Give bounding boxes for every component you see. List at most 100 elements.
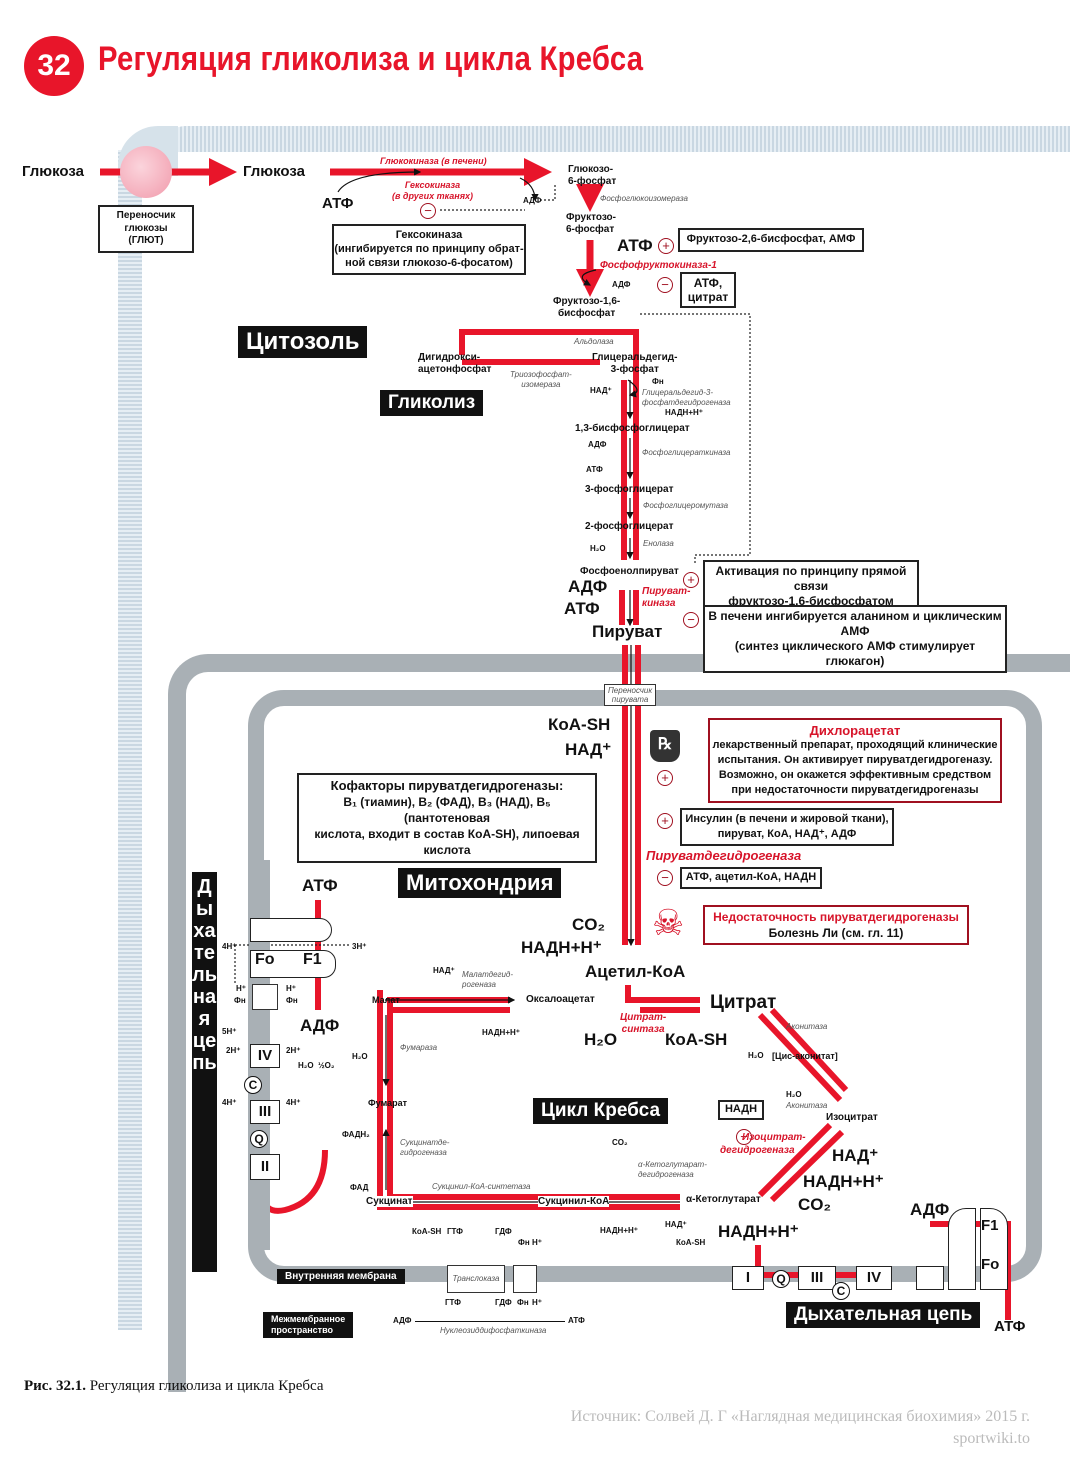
aconitase-label-2: Аконитаза	[786, 1101, 828, 1110]
pg3: 3-фосфоглицерат	[585, 484, 674, 495]
malate: Малат	[372, 995, 400, 1005]
pk-inhibition-box: В печени ингибируется аланином и цикличе…	[703, 605, 1007, 673]
left-h5: 5Н⁺	[222, 1027, 237, 1036]
cytochrome-c-icon: C	[244, 1076, 262, 1094]
glucose-extracellular: Глюкоза	[22, 163, 84, 180]
idh-co2: CO₂	[798, 1195, 832, 1214]
pgk-adp: АДФ	[588, 440, 607, 449]
activation-icon: +	[657, 813, 673, 829]
cs-arrow-1	[625, 985, 700, 1003]
cytochrome-c-icon: C	[832, 1282, 850, 1300]
pdh-activators-box: Инсулин (в печени и жировой ткани),пирув…	[680, 808, 894, 846]
atp-synthase-left-half	[948, 1208, 976, 1290]
aconitase-arrow-1	[757, 1012, 843, 1103]
ubiquinone-icon: Q	[772, 1270, 790, 1288]
gapdh-pi: Фн	[652, 377, 664, 386]
pg2: 2-фосфоглицерат	[585, 521, 674, 532]
pdh-co2: CO₂	[572, 915, 606, 934]
fumarase-label: Фумараза	[400, 1043, 438, 1052]
carrier-h-in: Н⁺	[236, 984, 246, 993]
glut-transporter-icon	[120, 146, 172, 198]
carrier-pi-out: Фн	[286, 996, 298, 1005]
left-h4a: 4Н⁺	[222, 1098, 237, 1107]
cs-coash: КоА-SH	[665, 1030, 728, 1049]
aconitase-label-1: Аконитаза	[786, 1022, 828, 1031]
akgdh-label: α-Кетоглутарат-дегидрогеназа	[638, 1160, 707, 1179]
cs-h2o: H₂O	[584, 1030, 618, 1049]
caption-number: Рис. 32.1.	[24, 1378, 86, 1394]
resp-left-path	[259, 1050, 328, 1214]
glucose-intracellular: Глюкоза	[243, 163, 305, 180]
carrier-h-out: Н⁺	[286, 984, 296, 993]
pfk-inhibitors-box: АТФ,цитрат	[680, 272, 736, 308]
site-credit: sportwiki.to	[953, 1430, 1030, 1447]
mdh-nad: НАД⁺	[433, 966, 455, 975]
left-h4: 4Н⁺	[222, 942, 237, 951]
phosphate-carrier	[252, 984, 278, 1010]
atp-synthase-fo: Fo F1	[250, 950, 336, 978]
pdh-inhibitors-box: АТФ, ацетил-КоА, НАДН	[680, 867, 822, 889]
bottom-nadh: НАДН+Н⁺	[718, 1222, 799, 1241]
scs-pi: Фн	[518, 1238, 530, 1247]
bottom-adp: АДФ	[910, 1200, 950, 1219]
isocitrate: Изоцитрат	[826, 1112, 878, 1123]
mdh-nadh: НАДН+Н⁺	[482, 1028, 520, 1037]
scs-label: Сукцинил-КоА-синтетаза	[432, 1182, 531, 1191]
inhibition-icon: −	[657, 870, 673, 886]
translocase: Транслоказа	[447, 1265, 505, 1293]
fumarase-h2o: H₂O	[352, 1052, 368, 1061]
ndk-adp: АДФ	[393, 1316, 412, 1325]
cofactors-box: Кофакторы пируватдегидрогеназы: B₁ (тиам…	[297, 773, 597, 863]
sdh-fadh2: ФАДН₂	[342, 1130, 370, 1139]
inhibition-icon: −	[683, 612, 699, 628]
scs-gdp: ГДФ	[495, 1227, 512, 1236]
page-title: Регуляция гликолиза и цикла Кребса	[98, 40, 644, 78]
left-h2b: 2Н⁺	[286, 1046, 301, 1055]
glucokinase-label: Глюкокиназа (в печени)	[380, 156, 487, 166]
g3p: Глицеральдегид-3-фосфат	[592, 352, 678, 375]
left-atp: АТФ	[302, 876, 338, 895]
scs-gtp: ГТФ	[447, 1227, 463, 1236]
complex-iv: IV	[250, 1044, 280, 1068]
glycolysis-label: Гликолиз	[380, 390, 484, 416]
fo-label: Fo	[981, 1256, 1000, 1273]
unnamed-complex	[916, 1266, 944, 1290]
atp-synthase-f1-head	[250, 918, 332, 942]
activation-icon: +	[658, 238, 674, 254]
pi-h-channel	[513, 1265, 537, 1293]
acetyl-coa: Ацетил-КоА	[585, 962, 686, 981]
rx-mortar-icon: ℞	[650, 730, 680, 762]
g6p: Глюкозо-6-фосфат	[568, 164, 617, 187]
hexokinase-box: Гексокиназа(ингибируется по принципу обр…	[332, 224, 526, 276]
mdh-label: Малатдегид-рогеназа	[462, 970, 513, 989]
dichloroacetate-box: Дихлорацетат лекарственный препарат, про…	[708, 718, 1002, 803]
idh-label: Изоцитрат-дегидрогеназа	[720, 1132, 806, 1156]
pgm-label: Фосфоглицеромутаза	[643, 501, 729, 510]
ubiquinone-icon: Q	[250, 1130, 268, 1148]
cs-label: Цитрат-синтаза	[620, 1012, 667, 1035]
oxaloacetate: Оксалоацетат	[526, 994, 595, 1005]
pfk-adp: АДФ	[612, 280, 631, 289]
gapdh-label: Глицеральдегид-3-фосфатдегидрогеназа	[642, 388, 731, 407]
aconitase-arrow-2	[769, 1007, 849, 1093]
citrate: Цитрат	[710, 992, 777, 1013]
mitochondria-label: Митохондрия	[398, 868, 562, 898]
resp-chain-vertical-label: Дыхательная цепь	[192, 872, 217, 1272]
cell-membrane-top	[160, 126, 1070, 152]
idh-nad: НАД⁺	[832, 1146, 879, 1165]
bpg13: 1,3-бисфосфоглицерат	[575, 423, 690, 434]
left-h2o: H₂O	[298, 1061, 314, 1070]
resp-chain-label: Дыхательная цепь	[786, 1302, 981, 1328]
complex-iii: III	[798, 1266, 836, 1290]
idh-nadh: НАДН+Н⁺	[803, 1172, 884, 1191]
succinyl-coa: Сукцинил-КоА	[538, 1196, 610, 1207]
left-h4b: 4Н⁺	[286, 1098, 301, 1107]
atp-synthase-right-half: F1 Fo	[980, 1208, 1008, 1290]
complex-ii: II	[250, 1154, 280, 1180]
ndk-atp: АТФ	[568, 1316, 585, 1325]
scs-h: Н⁺	[532, 1238, 542, 1247]
carrier-pi-in: Фн	[234, 996, 246, 1005]
